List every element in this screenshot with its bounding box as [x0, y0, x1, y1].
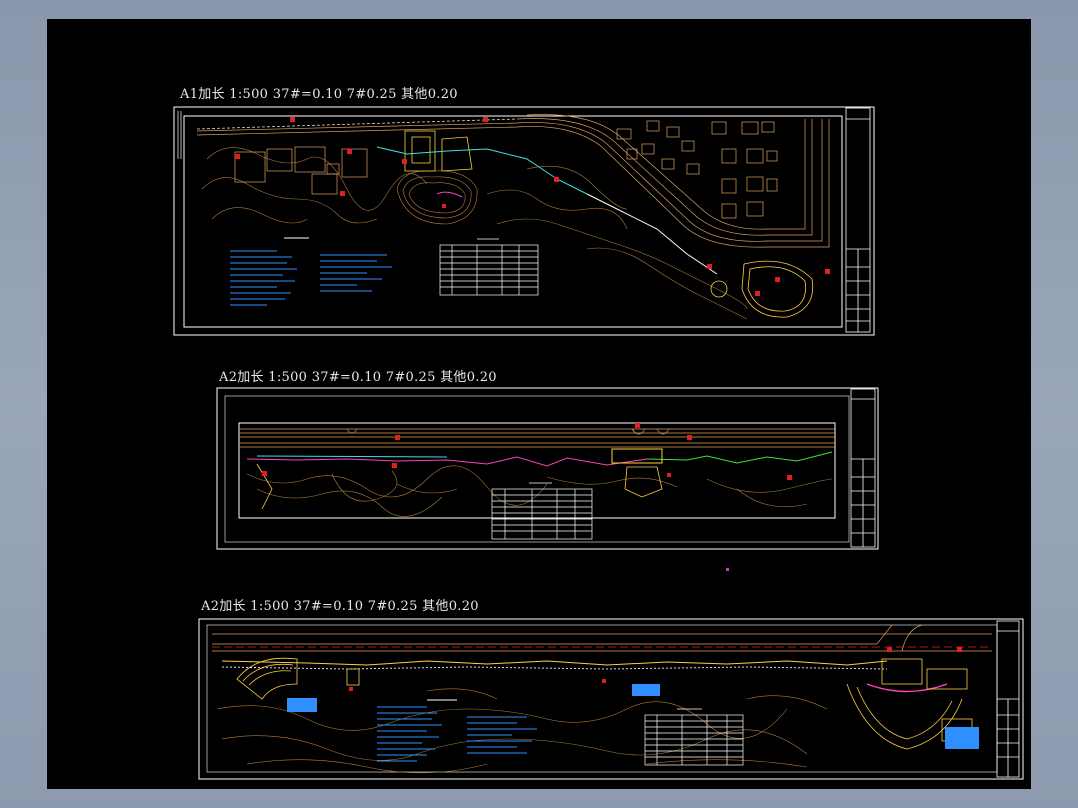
sheet-1-notes-left — [230, 237, 309, 306]
sheet-1-notes-mid — [320, 254, 392, 292]
sheet-1-plaza — [196, 118, 814, 318]
sheet-1-legend-table — [439, 238, 539, 296]
sheet-3-road — [212, 624, 992, 652]
sheet-2-outer-frame — [216, 387, 879, 550]
sheet-2-walkway — [246, 448, 833, 467]
cad-drawing — [173, 106, 1024, 780]
sheet-3-title-block — [996, 620, 1020, 778]
sheet-3-notes — [377, 699, 537, 762]
sheet-2-title-block — [850, 388, 876, 548]
sheet-3-outer-frame — [198, 618, 1024, 780]
sheet-2-road — [239, 428, 835, 448]
sheet-1-markers — [235, 117, 830, 296]
sheet-3-walkway — [221, 660, 948, 693]
sheet-1-road — [196, 114, 830, 248]
sheet-1-title-block — [845, 107, 871, 333]
sheet-1-building-complex — [234, 146, 368, 195]
sheet-2-title: A2加长 1:500 37#=0.10 7#0.25 其他0.20 — [219, 370, 497, 385]
sheet-2-legend-table — [491, 482, 593, 540]
stray-point — [726, 568, 729, 571]
sheet-1-side-strip — [177, 111, 182, 159]
sheet-3-legend-table — [644, 708, 744, 766]
sheet-3 — [198, 618, 1024, 780]
sheet-2-inner-frame — [238, 422, 836, 519]
sheet-1-title: A1加长 1:500 37#=0.10 7#0.25 其他0.20 — [180, 87, 458, 102]
sheet-2-markers — [262, 423, 792, 480]
sheet-3-blue-boxes — [287, 684, 979, 749]
sheet-2-plaza — [256, 463, 663, 510]
sheet-3-markers — [349, 647, 962, 691]
sheet-1 — [173, 106, 875, 336]
sheet-2 — [216, 387, 879, 550]
sheet-3-plaza-left — [236, 657, 360, 700]
sheet-1-inner-frame — [183, 115, 843, 328]
sheet-1-outer-frame — [173, 106, 875, 336]
sheet-1-contours — [201, 147, 748, 320]
sheet-2-contours — [246, 465, 833, 517]
sheet-3-title: A2加长 1:500 37#=0.10 7#0.25 其他0.20 — [201, 599, 479, 614]
sheet-1-buildings — [616, 120, 778, 219]
cad-viewport[interactable]: A1加长 1:500 37#=0.10 7#0.25 其他0.20 A2加长 1… — [47, 19, 1031, 789]
